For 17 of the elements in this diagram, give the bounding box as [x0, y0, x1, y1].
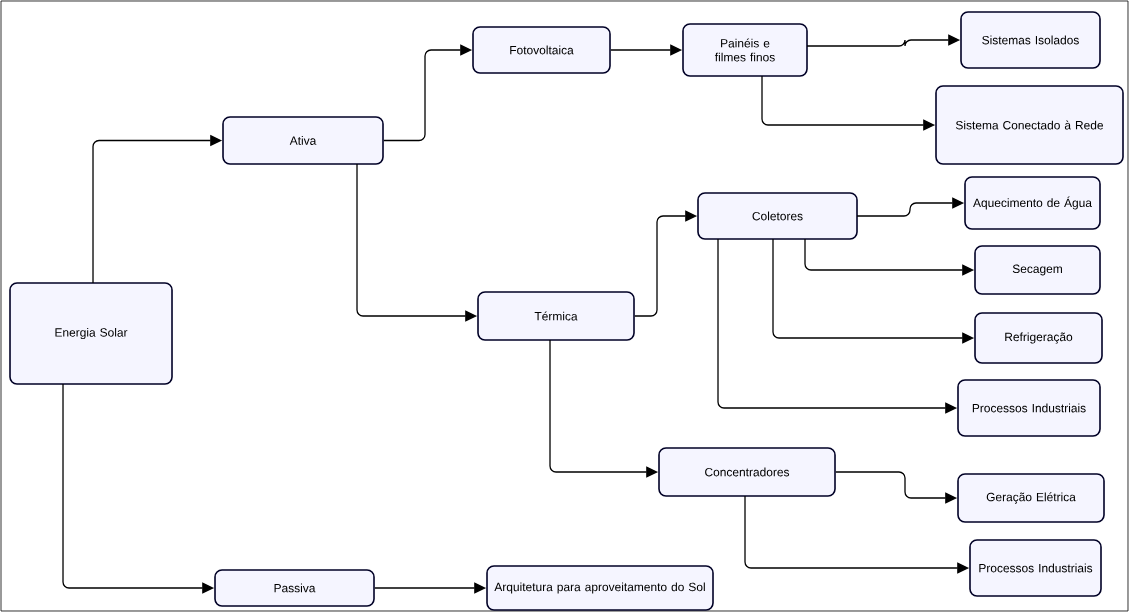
process-box: Ativa [222, 116, 384, 165]
process-box: Arquitetura para aproveitamento do Sol [486, 565, 714, 611]
process-box: Processos Industriais [957, 379, 1101, 437]
process-box: Processos Industriais [969, 539, 1102, 597]
process-box: Térmica [477, 291, 635, 341]
process-box: Energia Solar [9, 282, 173, 385]
process-box: Sistema Conectado à Rede [935, 85, 1124, 165]
process-box: Fotovoltaica [472, 26, 611, 74]
process-box: Painéis e filmes finos [682, 23, 808, 77]
process-box: Concentradores [658, 447, 836, 497]
process-box: Geração Elétrica [957, 473, 1105, 523]
process-box: Sistemas Isolados [960, 11, 1101, 69]
process-box: Aquecimento de Água [964, 176, 1101, 230]
process-box: Coletores [697, 192, 858, 240]
process-box: Passiva [214, 569, 375, 607]
process-box: Secagem [974, 245, 1101, 295]
process-box: Refrigeração [974, 312, 1103, 364]
